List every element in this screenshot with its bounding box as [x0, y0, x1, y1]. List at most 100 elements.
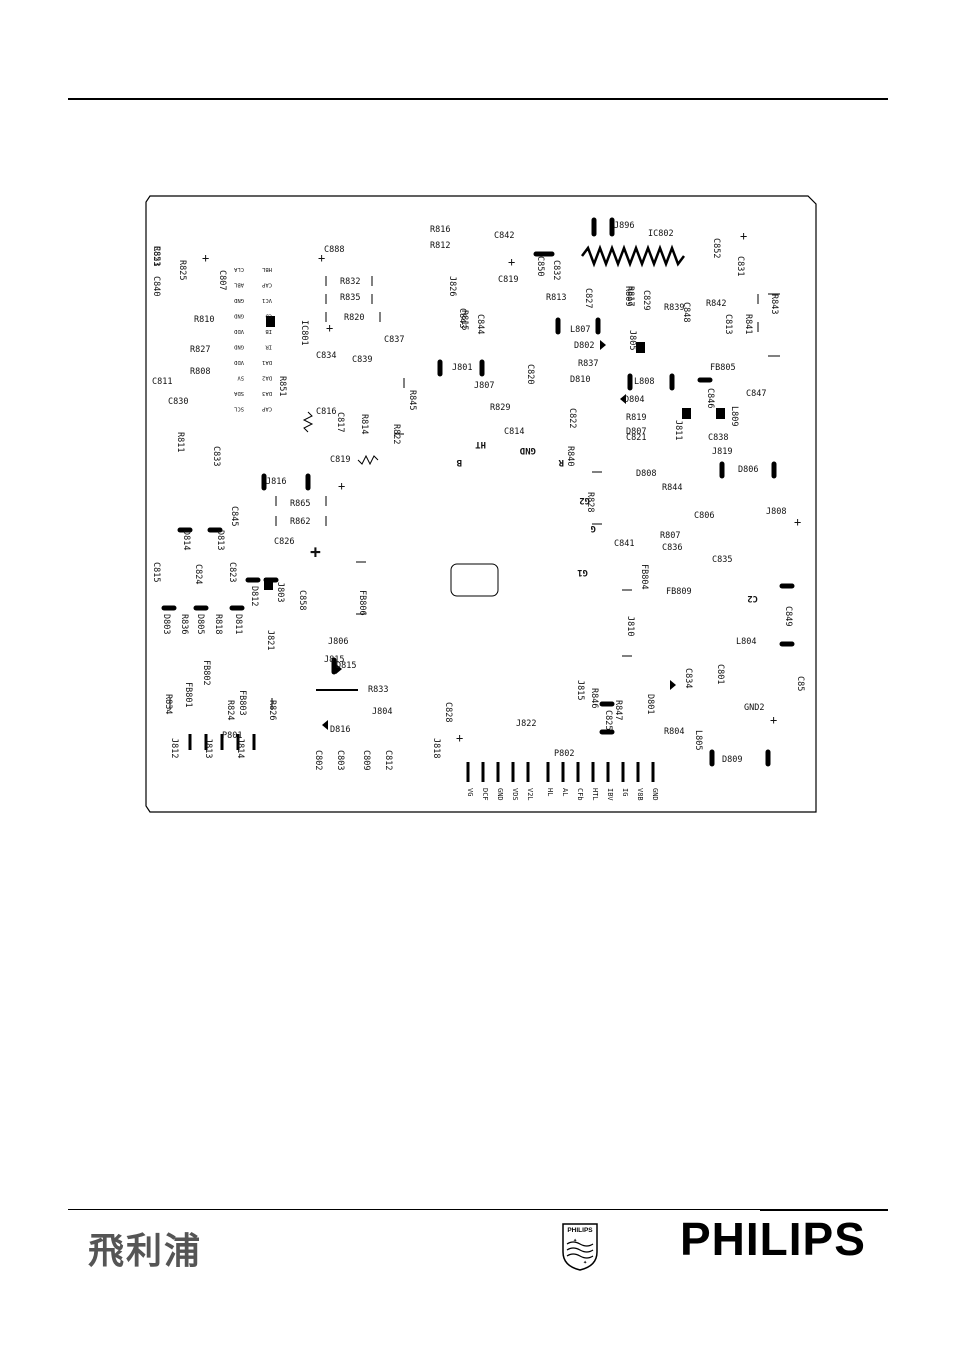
svg-text:+: + — [456, 731, 463, 745]
component-label: R826 — [267, 700, 277, 720]
component-label: R816 — [430, 225, 450, 235]
component-label: C824 — [193, 564, 203, 584]
component-label: C849 — [783, 606, 793, 626]
component-label: R827 — [190, 345, 210, 355]
component-label: C835 — [712, 555, 732, 565]
component-label: C826 — [274, 537, 294, 547]
component-label: R817 — [625, 286, 635, 306]
net-label: C2 — [747, 593, 758, 603]
component-label: R828 — [585, 492, 595, 512]
component-label: R845 — [407, 390, 417, 410]
ic-pin-label: DA2 — [262, 375, 272, 381]
philips-wordmark: PHILIPS — [680, 1213, 866, 1265]
component-label: C820 — [525, 364, 535, 384]
component-label: C821 — [626, 433, 646, 443]
component-label: J896 — [614, 221, 634, 231]
component-label: C847 — [746, 389, 766, 399]
connector-pin-label: IG — [621, 788, 629, 796]
component-label: J819 — [712, 447, 732, 457]
component-label: C827 — [583, 288, 593, 308]
component-label: D814 — [181, 530, 191, 550]
component-label: C802 — [313, 750, 323, 770]
component-label: J805 — [627, 330, 637, 350]
component-label: R824 — [225, 700, 235, 720]
component-label: C825 — [603, 710, 613, 730]
component-label: J826 — [447, 276, 457, 296]
ic801-pin-labels: HBLCLACAPABLVC1GNDCDGNDIBVDDIRGNDDA1VDDD… — [233, 266, 272, 412]
component-label: C823 — [227, 562, 237, 582]
component-label: C888 — [324, 245, 344, 255]
svg-text:+: + — [318, 251, 325, 265]
svg-text:+: + — [326, 321, 333, 335]
component-label: C833 — [211, 446, 221, 466]
ic-pin-label: VC1 — [262, 297, 272, 303]
component-label: C819 — [330, 455, 350, 465]
component-label: R811 — [175, 432, 185, 452]
connector-pin-label: AL — [561, 788, 569, 796]
net-label: G — [591, 523, 596, 533]
component-label: J803 — [275, 582, 285, 602]
component-label: R823 — [151, 246, 161, 266]
connector-pin-label: V8B — [636, 788, 644, 801]
ic-pin-label: GND — [234, 297, 244, 303]
component-label: R834 — [163, 694, 173, 714]
component-label: R818 — [213, 614, 223, 634]
svg-text:✦: ✦ — [573, 1238, 577, 1244]
component-label: C801 — [715, 664, 725, 684]
component-label: R843 — [769, 294, 779, 314]
ic-pin-label: GND — [234, 344, 244, 350]
component-label: C832 — [551, 260, 561, 280]
component-label: R847 — [613, 700, 623, 720]
connector-pin-label: GND — [496, 788, 504, 801]
component-label: C850 — [535, 256, 545, 276]
ic-pin-label: CLA — [233, 266, 244, 272]
component-label: R851 — [277, 376, 287, 396]
component-label: C840 — [151, 276, 161, 296]
component-label: R804 — [664, 727, 684, 737]
ic802-pins — [581, 244, 685, 268]
component-label: C85 — [795, 676, 805, 691]
component-label: R813 — [546, 293, 566, 303]
ic-pin-label: CAP — [261, 406, 272, 412]
p802-pins — [466, 762, 655, 782]
svg-text:+: + — [740, 229, 747, 243]
connector-pin-label: HL — [546, 788, 554, 796]
ic-pin-label: IR — [265, 344, 272, 350]
jumper-pads — [161, 217, 795, 767]
component-label: C858 — [297, 590, 307, 610]
component-label: J815 — [575, 680, 585, 700]
polarity-plus: +++ +++ + +++ — [202, 229, 801, 745]
component-label: R839 — [664, 303, 684, 313]
ic-pin-label: IB — [265, 328, 272, 334]
component-label: D813 — [215, 530, 225, 550]
component-label: R808 — [190, 367, 210, 377]
component-label: R810 — [194, 315, 214, 325]
philips-shield-logo: PHILIPS ✦ ✦ — [562, 1223, 598, 1271]
component-label: J816 — [266, 477, 286, 487]
component-label: L804 — [736, 637, 756, 647]
component-label: D811 — [233, 614, 243, 634]
svg-text:+: + — [508, 255, 515, 269]
svg-text:+: + — [794, 515, 801, 529]
component-label: J818 — [431, 738, 441, 758]
component-label: C842 — [494, 231, 514, 241]
component-label: C837 — [384, 335, 404, 345]
svg-text:+: + — [202, 251, 209, 265]
component-label: C845 — [229, 506, 239, 526]
component-label: C813 — [723, 314, 733, 334]
component-label: R840 — [565, 446, 575, 466]
component-label: FB803 — [237, 690, 247, 716]
component-label: R832 — [340, 277, 360, 287]
ic-pin-label: SCL — [233, 406, 244, 412]
svg-text:+: + — [310, 542, 321, 563]
component-label: C822 — [567, 408, 577, 428]
component-label: L808 — [634, 377, 654, 387]
component-label: C830 — [168, 397, 188, 407]
component-label: D805 — [195, 614, 205, 634]
bottom-rule — [68, 1209, 888, 1210]
component-label: R820 — [344, 313, 364, 323]
component-label: C817 — [335, 412, 345, 432]
component-label: C851 — [151, 246, 161, 266]
